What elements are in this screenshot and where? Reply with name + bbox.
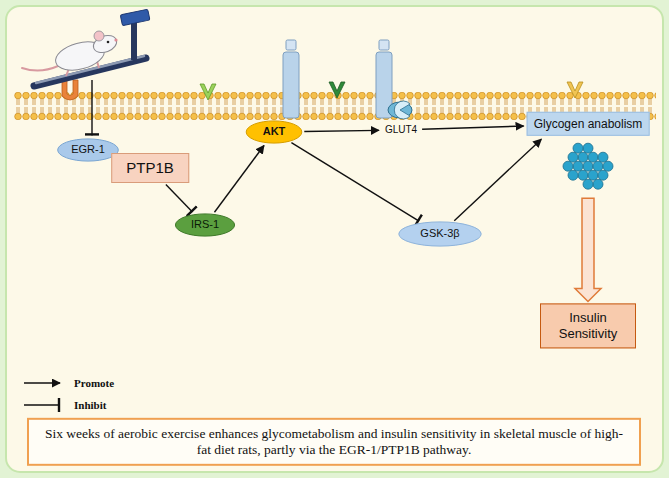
glycogen-granule — [588, 152, 598, 162]
channel-icon — [379, 40, 389, 50]
protein-ellipse: EGR-1 — [57, 138, 119, 161]
promote-connector — [454, 139, 541, 220]
promote-connector — [214, 146, 264, 213]
glycogen-granule — [568, 152, 578, 162]
node-text: Insulin Sensitivity — [547, 310, 629, 341]
rat-ear — [94, 31, 104, 41]
protein-ellipse: IRS-1 — [175, 213, 235, 236]
ellipse-outline — [175, 214, 234, 236]
inhibit-sample — [22, 397, 66, 413]
inhibit-line — [91, 80, 92, 135]
ellipse-outline — [58, 139, 119, 161]
protein-ellipse: GSK-3β — [398, 221, 481, 246]
glycogen-granule — [588, 170, 598, 180]
promote-sample — [22, 375, 66, 391]
receptor-icon — [329, 82, 345, 98]
channel-icon — [286, 40, 296, 50]
treadmill-console — [120, 9, 150, 26]
rat-eye — [107, 41, 110, 44]
promote-connector — [422, 126, 524, 129]
receptor-icon — [62, 80, 78, 100]
promote-connector — [304, 130, 379, 131]
glycogen-granule — [583, 161, 593, 171]
receptor-icon — [200, 84, 216, 100]
inner-panel — [6, 6, 663, 472]
glycogen-granule — [598, 170, 608, 180]
legend-text: Inhibit — [74, 399, 106, 411]
summary-box: Six weeks of aerobic exercise enhances g… — [27, 418, 641, 466]
glycogen-granule — [598, 152, 608, 162]
node-text: AKT — [263, 125, 286, 138]
transporter-icon — [394, 101, 410, 119]
protein-box: PTP1B — [111, 153, 189, 183]
receptor-icon — [567, 82, 583, 98]
legend-entry: Promote — [22, 372, 114, 394]
glycogen-granule — [583, 143, 593, 153]
legend-line — [24, 382, 60, 384]
glycogen-granule — [593, 161, 603, 171]
glycogen-granule — [573, 143, 583, 153]
protein-ellipse: AKT — [246, 120, 303, 143]
node-text: EGR-1 — [71, 143, 105, 156]
node-text: GSK-3β — [420, 227, 459, 240]
glycogen-granules — [563, 143, 613, 189]
inhibit-connector — [166, 184, 193, 212]
transporter-label: GLUT4 — [382, 123, 420, 137]
glycogen-granule — [578, 152, 588, 162]
ellipse-outline — [399, 222, 481, 246]
legend-entry: Inhibit — [22, 394, 114, 416]
glycogen-granule — [573, 161, 583, 171]
node-text: IRS-1 — [191, 218, 219, 231]
legend-text: Promote — [74, 377, 114, 389]
process-box: Glycogen anabolism — [527, 112, 650, 136]
glycogen-granule — [583, 179, 593, 189]
promote-connector — [575, 198, 601, 301]
glycogen-granule — [578, 170, 588, 180]
legend-line — [24, 404, 60, 406]
outcome-box: Insulin Sensitivity — [540, 303, 636, 348]
glycogen-granule — [563, 161, 573, 171]
rat-tail — [22, 66, 58, 71]
node-text: Glycogen anabolism — [534, 117, 643, 131]
treadmill-post — [131, 20, 137, 60]
glycogen-granule — [593, 179, 603, 189]
node-text: GLUT4 — [385, 124, 417, 136]
ellipse-outline — [246, 121, 302, 143]
channel-icon — [283, 52, 299, 118]
inhibit-connector — [291, 143, 419, 221]
glycogen-granule — [603, 161, 613, 171]
glycogen-granule — [568, 170, 578, 180]
node-text: Six weeks of aerobic exercise enhances g… — [43, 426, 625, 458]
node-text: PTP1B — [126, 159, 174, 177]
rat-nose — [114, 38, 117, 41]
